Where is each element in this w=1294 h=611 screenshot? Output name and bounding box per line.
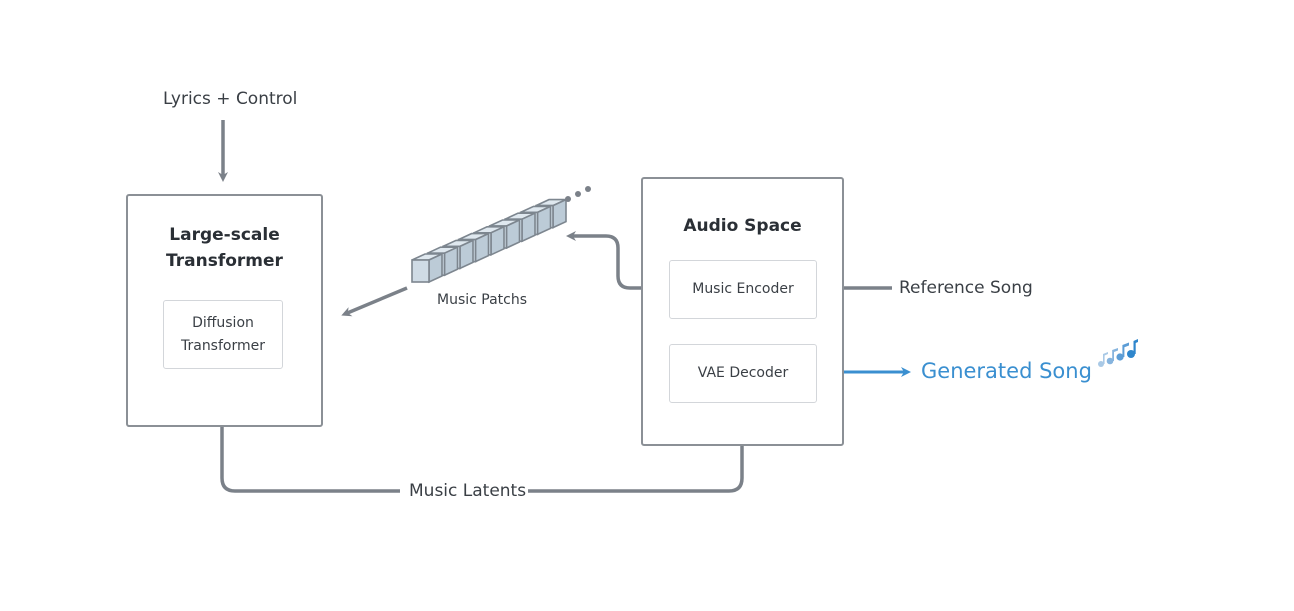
diffusion-transformer-box: Diffusion Transformer	[163, 300, 283, 369]
diffusion-line2: Transformer	[180, 337, 265, 354]
generated-song-label: Generated Song	[921, 359, 1092, 383]
music-patches-cubes	[411, 198, 567, 284]
music-patches-label: Music Patchs	[437, 292, 528, 308]
arrow-latents-loop	[220, 372, 742, 493]
transformer-block: Large-scale Transformer Diffusion Transf…	[126, 194, 323, 427]
transformer-title-line1: Large-scale	[169, 225, 280, 245]
music-notes-icon	[1098, 339, 1138, 367]
audio-space-block: Audio Space Music Encoder VAE Decoder	[641, 177, 844, 446]
music-encoder-label: Music Encoder	[692, 281, 794, 297]
arrow-encoder-to-patches	[566, 231, 663, 290]
vae-decoder-label: VAE Decoder	[697, 365, 789, 381]
music-encoder-box: Music Encoder	[669, 260, 817, 319]
transformer-title: Large-scale Transformer	[128, 222, 321, 274]
ellipsis-dots-icon	[565, 186, 591, 202]
vae-decoder-box: VAE Decoder	[669, 344, 817, 403]
transformer-title-line2: Transformer	[166, 251, 283, 271]
music-latents-label: Music Latents	[407, 481, 529, 501]
lyrics-control-label: Lyrics + Control	[163, 89, 298, 109]
arrow-patches-to-transformer	[341, 286, 408, 317]
diffusion-line1: Diffusion	[192, 314, 254, 331]
patch-cube	[411, 252, 443, 284]
audio-space-title: Audio Space	[683, 216, 802, 236]
reference-song-label: Reference Song	[899, 278, 1033, 298]
